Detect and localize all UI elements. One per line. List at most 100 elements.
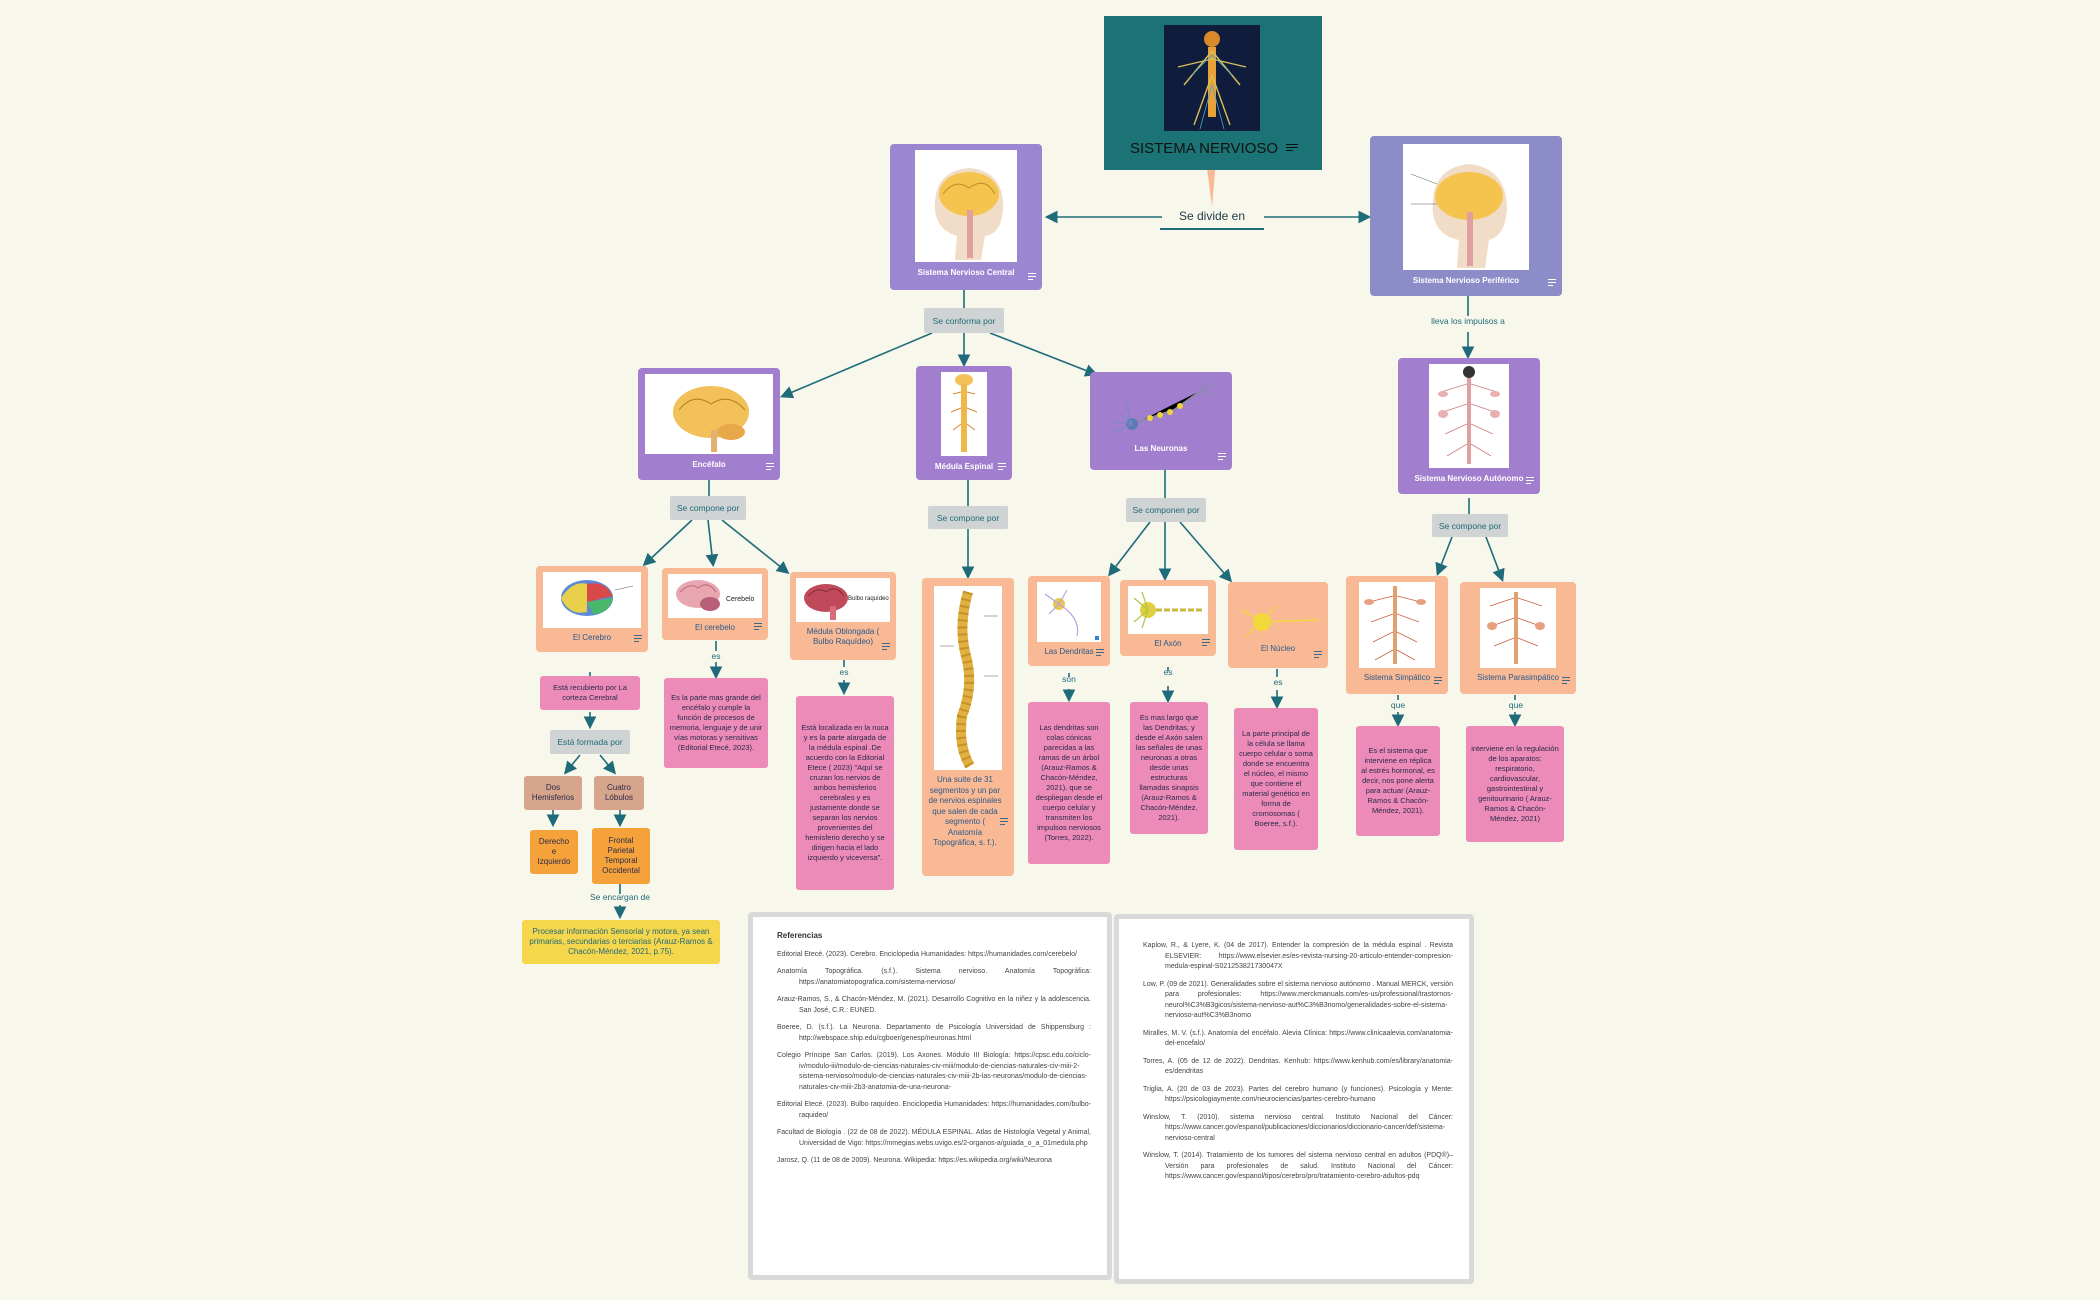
medula-node[interactable]: Médula Espinal: [916, 366, 1012, 480]
references-heading: Referencias: [777, 931, 823, 940]
medula-desc: Una suite de 31 segmentos y un par de ne…: [928, 775, 1002, 847]
parasimpatico-link-label[interactable]: que: [1508, 700, 1524, 710]
medula-detail-node[interactable]: Una suite de 31 segmentos y un par de ne…: [922, 578, 1014, 876]
nucleo-desc: La parte principal de la célula se llama…: [1234, 708, 1318, 850]
reference-item: Editorial Etecé. (2023). Bulbo raquídeo.…: [777, 1101, 1091, 1119]
root-notes-icon[interactable]: [1286, 144, 1298, 153]
root-link-label[interactable]: Se divide en: [1160, 208, 1264, 230]
axon-link-label[interactable]: es: [1163, 667, 1173, 677]
neuronas-link-label[interactable]: Se componen por: [1126, 498, 1206, 522]
cerebelo-node[interactable]: Cerebelo El cerebelo: [662, 568, 768, 640]
cerebelo-image: Cerebelo: [668, 574, 762, 618]
cerebro-func-link[interactable]: Se encargan de: [589, 892, 651, 902]
medula-title: Médula Espinal: [934, 462, 994, 471]
cerebro-title: El Cerebro: [572, 633, 612, 642]
simpatico-link-label[interactable]: que: [1390, 700, 1406, 710]
snp-node[interactable]: Sistema Nervioso Periférico: [1370, 136, 1562, 296]
reference-item: Colegio Príncipe San Carlos. (2019). Los…: [777, 1052, 1091, 1091]
dendritas-notes-icon[interactable]: [1096, 649, 1104, 658]
axon-node[interactable]: El Axón: [1120, 580, 1216, 656]
parasimpatico-title: Sistema Parasimpático: [1477, 673, 1559, 682]
axon-notes-icon[interactable]: [1202, 639, 1210, 648]
snp-notes-icon[interactable]: [1548, 279, 1556, 288]
reference-item: Torres, A. (05 de 12 de 2022). Dendritas…: [1143, 1057, 1453, 1076]
neuronas-title: Las Neuronas: [1134, 444, 1188, 453]
axon-title: El Axón: [1154, 639, 1182, 648]
axon-desc: Es mas largo que las Dendritas, y desde …: [1130, 702, 1208, 834]
cerebelo-desc: Es la parte mas grande del encéfalo y cu…: [664, 678, 768, 768]
snc-notes-icon[interactable]: [1028, 273, 1036, 282]
dendritas-node[interactable]: Las Dendritas: [1028, 576, 1110, 666]
cerebro-func-desc: Procesar información Sensorial y motora,…: [522, 920, 720, 964]
medula-link-label[interactable]: Se compone por: [928, 506, 1008, 529]
encefalo-title: Encéfalo: [692, 460, 726, 469]
cerebro-desc: Está recubierto por La corteza Cerebral: [540, 676, 640, 710]
reference-item: Winslow, T. (2010). sistema nervioso cen…: [1143, 1113, 1453, 1142]
reference-item: Boeree, D. (s.f.). La Neurona. Departame…: [777, 1024, 1091, 1042]
encefalo-link-label[interactable]: Se compone por: [670, 496, 746, 520]
medula-notes-icon[interactable]: [998, 463, 1006, 472]
parasimpatico-desc: interviene en la regulación de los apara…: [1466, 726, 1564, 842]
cerebelo-link-label[interactable]: es: [711, 651, 721, 661]
encefalo-image: [645, 374, 773, 454]
reference-item: Winslow, T. (2014). Tratamiento de los t…: [1143, 1152, 1453, 1180]
nucleo-notes-icon[interactable]: [1314, 651, 1322, 660]
cerebelo-image-label: Cerebelo: [726, 596, 755, 603]
dendrite-image: [1037, 582, 1101, 642]
references-panel-left: Referencias Editorial Etecé. (2023). Cer…: [748, 912, 1112, 1280]
cerebelo-notes-icon[interactable]: [754, 623, 762, 632]
sna-notes-icon[interactable]: [1526, 477, 1534, 486]
dendritas-desc: Las dendritas son colas cónicas parecida…: [1028, 702, 1110, 864]
encefalo-notes-icon[interactable]: [766, 463, 774, 472]
root-title: SISTEMA NERVIOSO: [1129, 140, 1279, 157]
references-panel-right: Kaplow, R., & Lyere, K. (04 de 2017). En…: [1114, 914, 1474, 1284]
bulbo-notes-icon[interactable]: [882, 643, 890, 652]
neuron-image: [1090, 372, 1232, 442]
simpatico-node[interactable]: Sistema Simpático: [1346, 576, 1448, 694]
cerebro-image: [543, 572, 641, 628]
snc-link-label[interactable]: Se conforma por: [924, 308, 1004, 333]
medula-detail-notes-icon[interactable]: [1000, 818, 1008, 827]
encefalo-node[interactable]: Encéfalo: [638, 368, 780, 480]
dendritas-title: Las Dendritas: [1044, 647, 1094, 656]
medula-image: [941, 372, 987, 456]
cerebro-link-label[interactable]: Está formada por: [550, 730, 630, 754]
snc-title: Sistema Nervioso Central: [917, 268, 1015, 277]
root-node[interactable]: SISTEMA NERVIOSO: [1104, 16, 1322, 170]
sna-image: [1429, 364, 1509, 468]
simpatico-notes-icon[interactable]: [1434, 677, 1442, 686]
neuronas-notes-icon[interactable]: [1218, 453, 1226, 462]
axon-image: [1128, 586, 1208, 634]
cerebelo-title: El cerebelo: [694, 623, 736, 632]
bulbo-node[interactable]: Bulbo raquídeo Médula Oblongada ( Bulbo …: [790, 572, 896, 660]
nucleo-node[interactable]: El Núcleo: [1228, 582, 1328, 668]
nucleo-link-label[interactable]: es: [1273, 677, 1283, 687]
sna-link-label[interactable]: Se compone por: [1432, 514, 1508, 537]
neuronas-node[interactable]: Las Neuronas: [1090, 372, 1232, 470]
sna-title: Sistema Nervioso Autónomo: [1414, 474, 1524, 483]
parasimpatico-image: [1480, 588, 1556, 668]
cerebro-node[interactable]: El Cerebro: [536, 566, 648, 652]
brain-head-image: [915, 150, 1017, 262]
reference-item: Kaplow, R., & Lyere, K. (04 de 2017). En…: [1143, 942, 1453, 970]
snp-link-label[interactable]: lleva los impulsos a: [1431, 316, 1505, 326]
nucleo-title: El Núcleo: [1260, 644, 1296, 653]
lobulos-detail: Frontal Parietal Temporal Occidental: [592, 828, 650, 884]
bulbo-link-label[interactable]: es: [839, 667, 849, 677]
reference-item: Facultad de Biología . (22 de 08 de 2022…: [777, 1129, 1091, 1147]
simpatico-desc: Es el sistema que interviene en réplica …: [1356, 726, 1440, 836]
cerebro-notes-icon[interactable]: [634, 635, 642, 644]
simpatico-image: [1359, 582, 1435, 668]
bulbo-image: Bulbo raquídeo: [796, 578, 890, 622]
dendritas-link-label[interactable]: son: [1062, 674, 1076, 684]
nucleo-image: [1228, 586, 1328, 644]
bulbo-title: Médula Oblongada ( Bulbo Raquídeo): [806, 627, 880, 646]
bulbo-image-label: Bulbo raquídeo: [848, 596, 889, 602]
parasimpatico-node[interactable]: Sistema Parasimpático: [1460, 582, 1576, 694]
sna-node[interactable]: Sistema Nervioso Autónomo: [1398, 358, 1540, 494]
snc-node[interactable]: Sistema Nervioso Central: [890, 144, 1042, 290]
parasimpatico-notes-icon[interactable]: [1562, 677, 1570, 686]
snp-brain-image: [1403, 144, 1529, 270]
reference-item: Editorial Etecé. (2023). Cerebro. Encicl…: [777, 950, 1077, 958]
nervous-system-image: [1164, 25, 1260, 131]
